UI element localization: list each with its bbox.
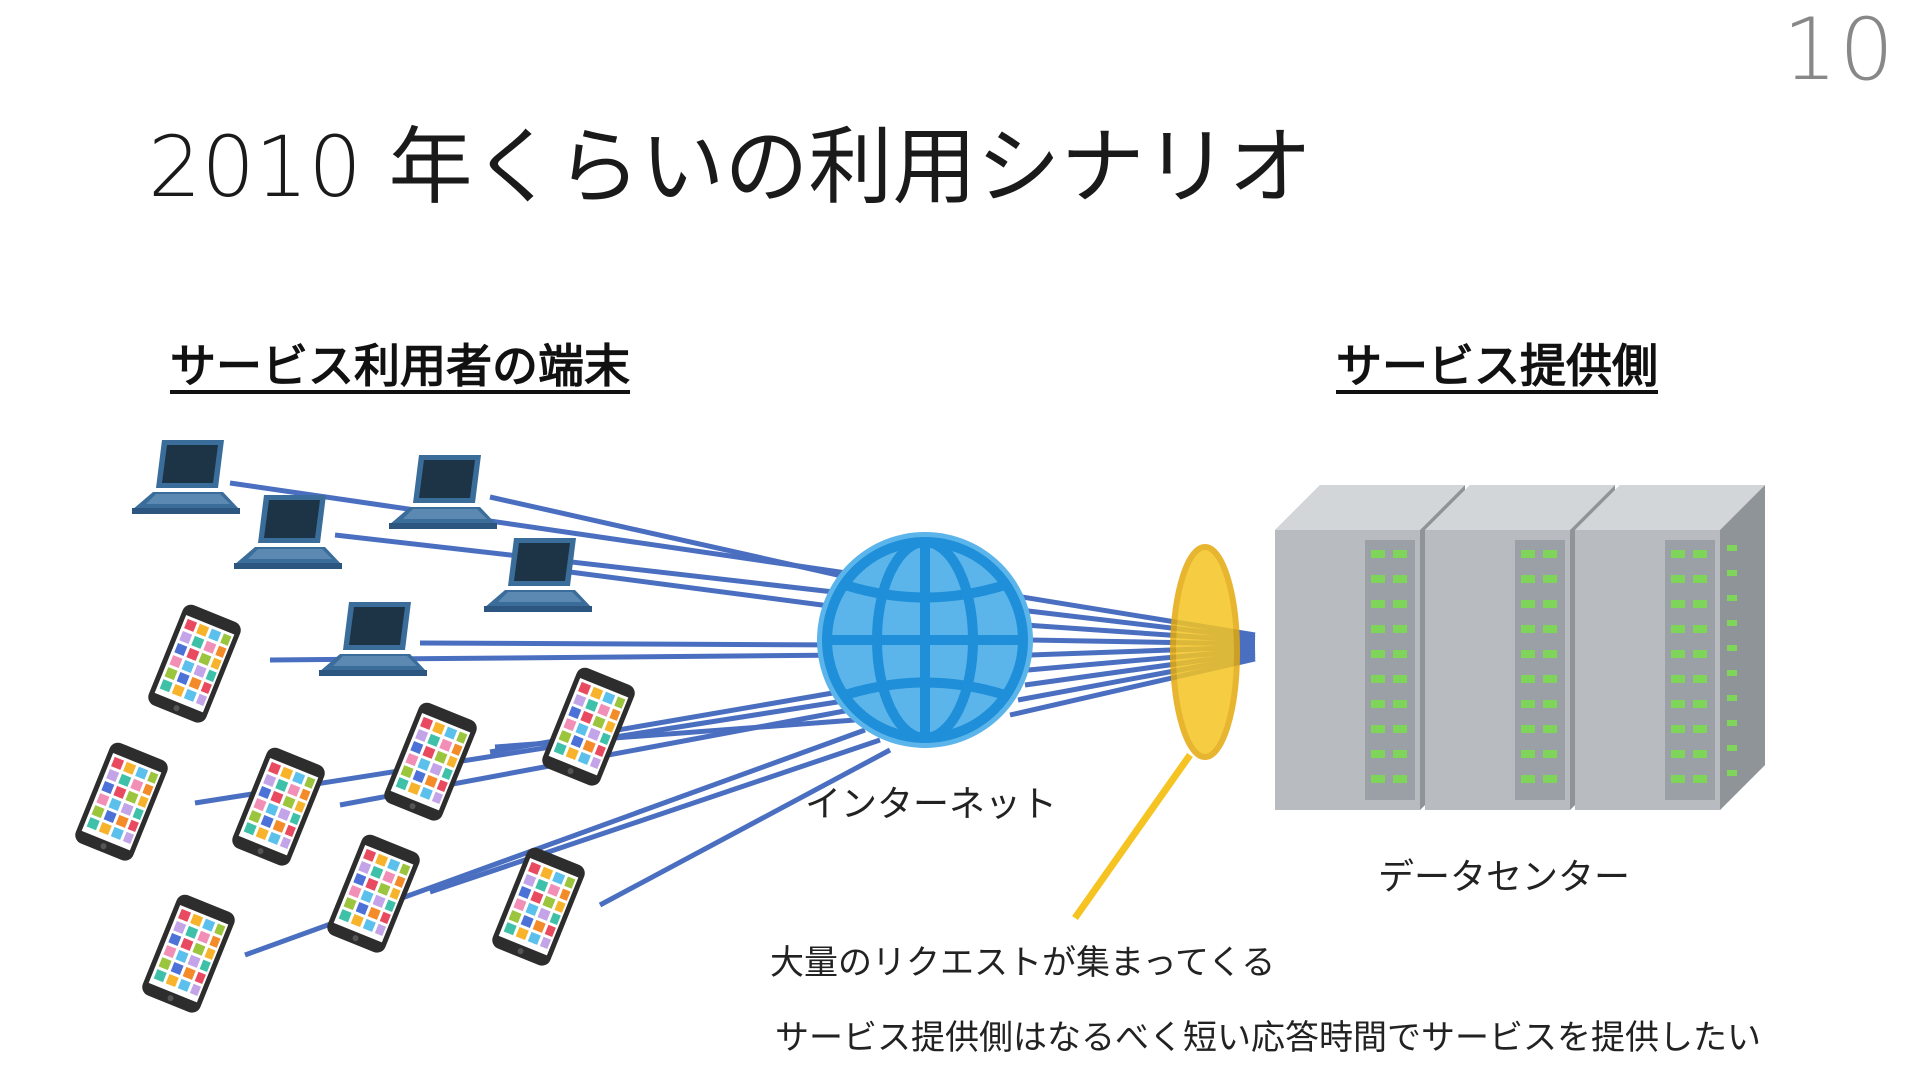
heading-provider: サービス提供側 [1336, 339, 1658, 393]
smartphone-icon [145, 602, 244, 726]
laptop-icon [389, 455, 497, 529]
smartphone-icon [229, 745, 328, 869]
slide-title: 2010 年くらいの利用シナリオ [148, 118, 1313, 216]
smartphone-icon [139, 892, 238, 1016]
connection-lines [194, 480, 892, 958]
laptop-icon [132, 440, 240, 514]
laptop-icon [319, 602, 427, 676]
page-number: 10 [1782, 0, 1896, 100]
datacenter-label: データセンター [1378, 857, 1631, 898]
caption-response: サービス提供側はなるべく短い応答時間でサービスを提供したい [775, 1018, 1761, 1058]
globe-icon [817, 532, 1033, 748]
smartphone-icon [72, 740, 171, 864]
internet-label: インターネット [805, 784, 1058, 825]
server-rack-icon [1575, 485, 1765, 810]
caption-requests: 大量のリクエストが集まってくる [770, 943, 1276, 983]
magnifying-glass-icon [1072, 544, 1240, 921]
laptop-icon [234, 495, 342, 569]
heading-users: サービス利用者の端末 [170, 339, 630, 393]
